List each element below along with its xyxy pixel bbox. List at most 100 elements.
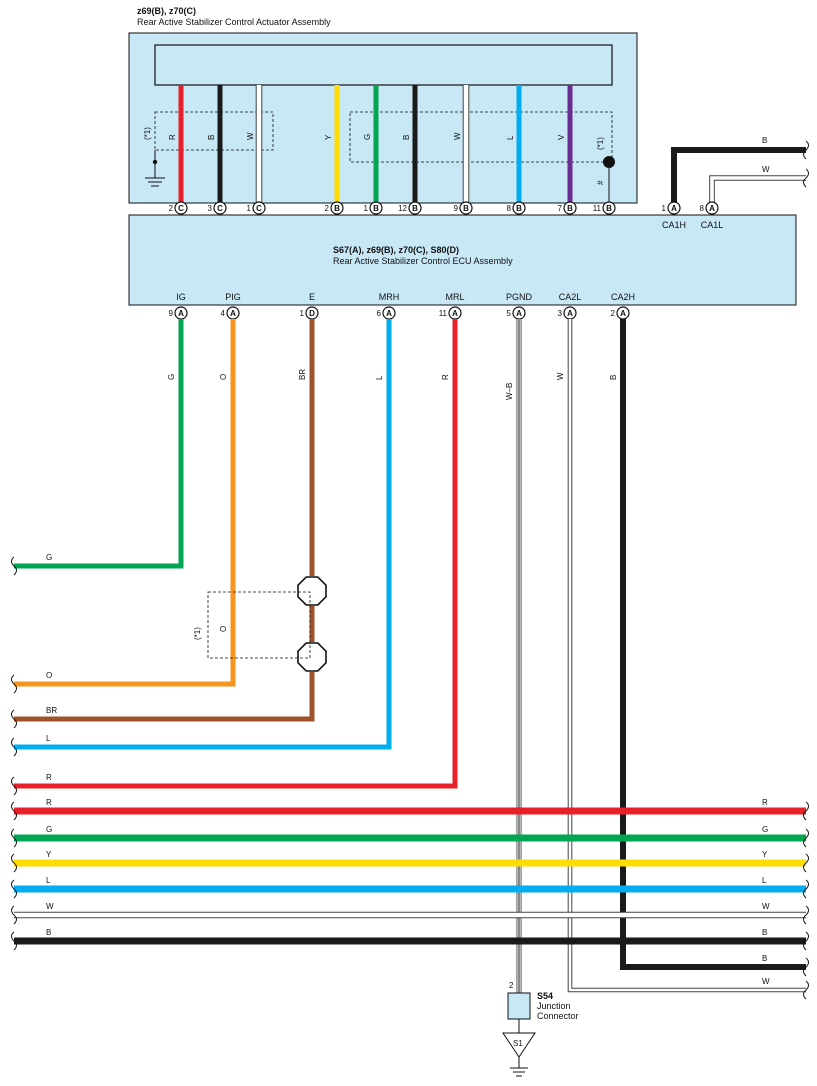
bus-label-right-2: Y: [762, 850, 768, 859]
ecu-signal-7: CA2H: [611, 292, 635, 302]
junction-line1: Junction: [537, 1001, 571, 1011]
e-wire-lower: [14, 672, 315, 722]
actuator-wire-color-4: G: [363, 134, 372, 140]
actuator-pin-0: 2: [169, 204, 174, 213]
ecu-conn-1-letter: A: [230, 309, 236, 318]
splice-star-note: (*1): [193, 627, 202, 640]
actuator-pin-8: 7: [558, 204, 563, 213]
bus-label-left-3: L: [46, 876, 51, 885]
bus-break-left-0: [11, 801, 17, 821]
actuator-conn-8-letter: B: [567, 204, 573, 213]
actuator-conn-1-letter: C: [217, 204, 223, 213]
actuator-wire-color-3: Y: [324, 134, 333, 140]
ground-id: S1: [513, 1039, 523, 1048]
left-wire-break-2: [11, 709, 17, 729]
actuator-wire-color-1: B: [207, 135, 216, 140]
ig-wire: [14, 319, 184, 569]
bus-label-right-5: B: [762, 928, 767, 937]
ecu-pin-7: 2: [611, 309, 616, 318]
actuator-conn-9-circle: [602, 201, 616, 215]
splice-shield: [207, 591, 311, 659]
actuator-wire-color-0: R: [168, 134, 177, 140]
actuator-conn-1-circle: [213, 201, 227, 215]
left-wire-break-1: [11, 674, 17, 694]
ecu-wire-color-1: O: [219, 374, 228, 380]
splice-color-note: O: [219, 626, 228, 632]
bus-break-left-1: [11, 828, 17, 848]
can-top-signal-0: CA1H: [662, 220, 686, 230]
ground-triangle-icon: [502, 1032, 536, 1058]
actuator-pin-7: 8: [507, 204, 512, 213]
actuator-conn-6-circle: [459, 201, 473, 215]
actuator-pin-4: 1: [364, 204, 369, 213]
ecu-wire-color-0: G: [167, 374, 176, 380]
actuator-conn-0-letter: C: [178, 204, 184, 213]
junction-id: S54: [537, 991, 553, 1001]
left-wire-label-4: R: [46, 773, 52, 782]
actuator-conn-2-circle: [252, 201, 266, 215]
actuator-conn-3-letter: B: [334, 204, 340, 213]
pig-wire: [14, 319, 236, 687]
bus-break-right-4: [803, 905, 809, 925]
can1h-wire: [671, 147, 806, 203]
bus-break-right-3: [803, 879, 809, 899]
actuator-pin-9: 11: [593, 204, 602, 213]
can1l-wire: [710, 176, 806, 203]
ecu-id: S67(A), z69(B), z70(C), S80(D): [333, 245, 459, 255]
actuator-conn-4-letter: B: [373, 204, 379, 213]
actuator-pin-1: 3: [208, 204, 213, 213]
ecu-wire-color-4: R: [441, 374, 450, 380]
shield-right: [349, 111, 613, 163]
actuator-pin-2: 1: [247, 204, 252, 213]
ecu-wire-color-6: W: [556, 372, 565, 380]
can-top-conn-0-circle: [667, 201, 681, 215]
actuator-conn-6-letter: B: [463, 204, 469, 213]
actuator-pin-6: 9: [454, 204, 459, 213]
actuator-name: Rear Active Stabilizer Control Actuator …: [137, 17, 331, 27]
bus-break-right-1: [803, 828, 809, 848]
left-wire-break-4: [11, 776, 17, 796]
ecu-wire-color-7: B: [609, 375, 618, 380]
bus-label-left-4: W: [46, 902, 54, 911]
actuator-ground-dot: [152, 159, 158, 165]
can-top-pin-0: 1: [662, 204, 667, 213]
actuator-conn-9-letter: B: [606, 204, 612, 213]
ecu-signal-4: MRL: [445, 292, 464, 302]
ecu-conn-7-letter: A: [620, 309, 626, 318]
bus-label-right-1: G: [762, 825, 768, 834]
ecu-conn-2-letter: D: [309, 309, 315, 318]
ecu-pin-1: 4: [221, 309, 226, 318]
left-wire-break-3: [11, 737, 17, 757]
actuator-motor-block: [154, 44, 613, 86]
ecu-conn-3-letter: A: [386, 309, 392, 318]
can1h-break: [803, 140, 809, 160]
bus-extra-break-0: [803, 957, 809, 977]
ecu-signal-0: IG: [176, 292, 186, 302]
actuator-pin-3: 2: [325, 204, 330, 213]
actuator-conn-8-circle: [563, 201, 577, 215]
ecu-name: Rear Active Stabilizer Control ECU Assem…: [333, 256, 513, 266]
actuator-conn-5-circle: [408, 201, 422, 215]
can1l-break: [803, 168, 809, 188]
ecu-signal-5: PGND: [506, 292, 533, 302]
ecu-signal-3: MRH: [379, 292, 400, 302]
actuator-conn-0-circle: [174, 201, 188, 215]
ecu-signal-6: CA2L: [559, 292, 582, 302]
left-wire-label-3: L: [46, 734, 51, 743]
bus-break-left-3: [11, 879, 17, 899]
ecu-pin-0: 9: [169, 309, 174, 318]
actuator-wire-color-8: V: [557, 134, 566, 140]
bus-label-left-2: Y: [46, 850, 52, 859]
ecu-pin-4: 11: [439, 309, 448, 318]
actuator-conn-4-circle: [369, 201, 383, 215]
ecu-pin-6: 3: [558, 309, 563, 318]
junction-line2: Connector: [537, 1011, 579, 1021]
bus-break-right-2: [803, 853, 809, 873]
can-top-signal-1: CA1L: [701, 220, 724, 230]
bus-label-right-3: L: [762, 876, 767, 885]
